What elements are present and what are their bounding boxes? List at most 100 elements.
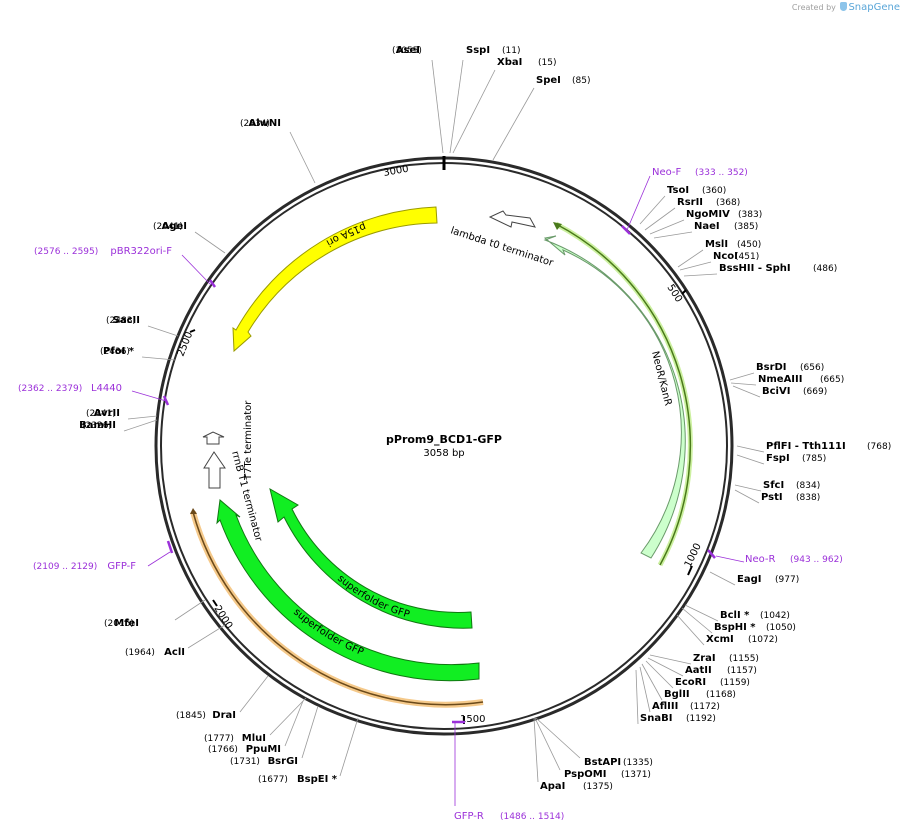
site-leader-line — [681, 607, 713, 634]
primer-band-gfp — [190, 508, 484, 708]
snapgene-credit: Created by SnapGene — [792, 2, 900, 13]
site-position: (11) — [502, 46, 520, 56]
site-name[interactable]: PpuMI — [246, 744, 281, 755]
site-name[interactable]: NmeAIII — [758, 374, 802, 385]
feature-superfolder-gfp-inner[interactable]: superfolder GFP — [269, 487, 473, 629]
site-name[interactable]: PflFI - Tth111I — [766, 441, 846, 452]
site-name[interactable]: AlwNI — [249, 118, 282, 129]
primer-name[interactable]: Neo-F — [652, 167, 682, 178]
feature-t7te-terminator[interactable]: T7Te terminator — [202, 400, 254, 481]
svg-text:superfolder GFP: superfolder GFP — [335, 573, 411, 620]
site-position: (360) — [702, 186, 726, 196]
site-name[interactable]: ZraI — [693, 653, 716, 664]
site-name[interactable]: FspI — [766, 453, 790, 464]
site-name[interactable]: BssHII - SphI — [719, 263, 791, 274]
site-name[interactable]: TsoI — [667, 185, 689, 196]
site-name[interactable]: SfcI — [763, 480, 784, 491]
site-name[interactable]: AvrII — [94, 408, 120, 419]
site-position: (1072) — [748, 635, 778, 645]
site-name[interactable]: BsrGI — [268, 756, 298, 767]
site-position: (834) — [796, 481, 820, 491]
site-name[interactable]: NaeI — [694, 221, 720, 232]
site-leader-line — [641, 663, 663, 701]
tick-2000: 2000 — [211, 604, 234, 631]
site-leader-line — [734, 489, 760, 504]
primer-site-mark — [162, 395, 170, 406]
site-name[interactable]: BclI * — [720, 610, 750, 621]
primer-name[interactable]: L4440 — [91, 383, 122, 394]
site-name[interactable]: RsrII — [677, 197, 703, 208]
site-leader-line — [449, 59, 464, 154]
credit-prefix: Created by — [791, 3, 836, 12]
site-name[interactable]: SnaBI — [640, 713, 672, 724]
snapgene-logo-icon — [840, 2, 848, 11]
site-name[interactable]: MslI — [705, 239, 728, 250]
primer-name[interactable]: GFP-F — [107, 561, 136, 572]
site-name[interactable]: BstAPI — [584, 757, 621, 768]
primer-name[interactable]: GFP-R — [454, 811, 484, 822]
site-name[interactable]: EcoRI — [675, 677, 706, 688]
site-position: (451) — [735, 252, 759, 262]
site-position: (1155) — [729, 654, 759, 664]
site-position: (656) — [800, 363, 824, 373]
site-name[interactable]: AgeI — [162, 221, 187, 232]
site-name[interactable]: BglII — [664, 689, 690, 700]
site-name[interactable]: DraI — [212, 710, 236, 721]
site-name[interactable]: BciVI — [762, 386, 790, 397]
site-position: (1766) — [208, 745, 238, 755]
site-leader-line — [684, 604, 719, 622]
site-name[interactable]: SspI — [466, 45, 490, 56]
site-name[interactable]: MluI — [242, 733, 266, 744]
site-position: (450) — [737, 240, 761, 250]
site-name[interactable]: BamHI — [79, 420, 116, 431]
site-name[interactable]: MfeI — [114, 618, 139, 629]
site-name[interactable]: SpeI — [536, 75, 561, 86]
lambda-t0-label: lambda t0 terminator — [449, 225, 555, 269]
site-leader-line — [239, 675, 269, 713]
site-leader-line — [644, 207, 676, 231]
site-labels: AseI(3055)SspI(11)XbaI(15)SpeI(85)AlwNI(… — [79, 45, 891, 792]
svg-text:superfolder GFP: superfolder GFP — [291, 607, 365, 658]
primer-name[interactable]: pBR322ori-F — [110, 246, 172, 257]
site-position: (1050) — [766, 623, 796, 633]
site-name[interactable]: EagI — [737, 574, 761, 585]
site-name[interactable]: PspOMI — [564, 769, 606, 780]
primer-range: (943 .. 962) — [790, 555, 843, 565]
site-leader-line — [123, 419, 158, 432]
primer-site-mark — [208, 279, 217, 288]
site-leader-line — [452, 69, 496, 154]
site-name[interactable]: BspHI * — [714, 622, 756, 633]
primer-site-mark — [707, 549, 716, 559]
primer-range: (333 .. 352) — [695, 168, 748, 178]
site-name[interactable]: AseI — [396, 45, 420, 56]
feature-lambda-t0-terminator[interactable]: lambda t0 terminator — [449, 210, 555, 269]
primer-labels: Neo-F(333 .. 352)pBR322ori-F(2576 .. 259… — [18, 167, 843, 822]
site-name[interactable]: BsrDI — [756, 362, 787, 373]
site-name[interactable]: AatII — [685, 665, 712, 676]
site-leader-line — [649, 654, 692, 665]
site-position: (1677) — [258, 775, 288, 785]
site-name[interactable]: NgoMIV — [686, 209, 730, 220]
site-name[interactable]: ApaI — [540, 781, 565, 792]
site-name[interactable]: AflIII — [652, 701, 678, 712]
site-name[interactable]: AclI — [164, 647, 185, 658]
site-name[interactable]: XbaI — [497, 57, 522, 68]
site-name[interactable]: PfoI * — [103, 346, 135, 357]
site-position: (2641) — [153, 222, 183, 232]
primer-name[interactable]: Neo-R — [745, 554, 776, 565]
site-position: (385) — [734, 222, 758, 232]
site-name[interactable]: XcmI — [706, 634, 734, 645]
site-name[interactable]: SacII — [113, 315, 140, 326]
site-leader-line — [649, 219, 685, 235]
site-leader-line — [269, 697, 307, 736]
primer-band-neo — [553, 221, 693, 567]
site-leader-line — [492, 87, 535, 161]
site-leader-line — [534, 717, 561, 771]
feature-neor-kanr[interactable]: NeoR/KanR — [543, 235, 686, 559]
site-name[interactable]: NcoI — [713, 251, 738, 262]
site-name[interactable]: PstI — [761, 492, 783, 503]
site-position: (368) — [716, 198, 740, 208]
site-name[interactable]: BspEI * — [297, 774, 338, 785]
tick-1500: 1500 — [460, 714, 485, 725]
